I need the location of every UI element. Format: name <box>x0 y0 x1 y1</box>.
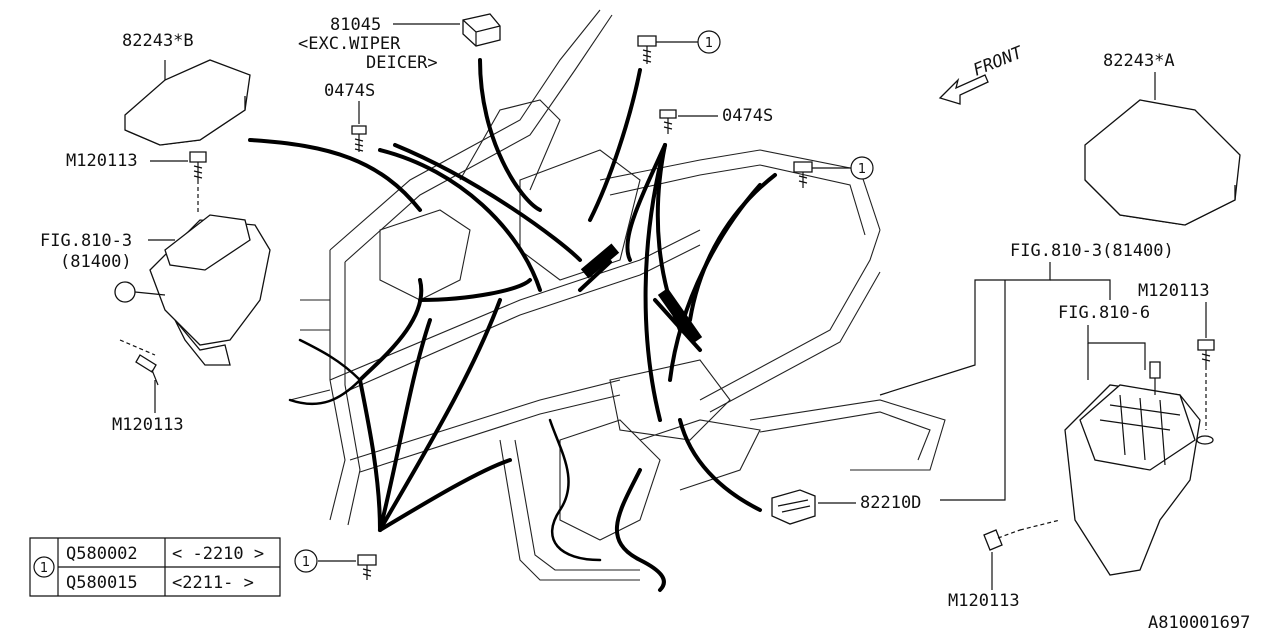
front-arrow-icon <box>938 74 989 105</box>
label-m120113-right: M120113 <box>1138 281 1210 301</box>
clip-82210d <box>771 489 816 525</box>
figure-id: A810001697 <box>1148 613 1250 633</box>
bolt-callout-right <box>793 161 851 188</box>
label-82243b: 82243*B <box>122 31 194 51</box>
label-0474s-left: 0474S <box>324 81 375 101</box>
label-front: FRONT <box>970 42 1027 80</box>
callout-mark-right <box>850 156 874 180</box>
legend-row2-part: Q580015 <box>66 573 138 593</box>
label-0474s-mid: 0474S <box>722 106 773 126</box>
callout-number-bottom: 1 <box>302 555 310 570</box>
label-exc-wiper: <EXC.WIPER <box>298 34 401 54</box>
bolt-callout-top <box>637 35 698 64</box>
fuse-box-right <box>1064 361 1214 576</box>
label-fig8106: FIG.810-6 <box>1058 303 1150 323</box>
legend-row1-part: Q580002 <box>66 544 138 564</box>
cover-82243b <box>124 59 251 146</box>
label-fig8103-left-1: FIG.810-3 <box>40 231 132 251</box>
label-fig8103-right: FIG.810-3(81400) <box>1010 241 1174 261</box>
bolt-m120113-bottom-left <box>135 354 159 386</box>
fuse-box-left <box>114 180 271 366</box>
label-m120113-bottom-right: M120113 <box>948 591 1020 611</box>
callout-number-right: 1 <box>858 162 866 177</box>
bolt-0474s-mid <box>659 109 677 134</box>
connector-81045 <box>462 13 501 47</box>
callout-mark-bottom <box>294 549 318 573</box>
legend-table <box>29 537 281 597</box>
bolt-0474s-left <box>351 125 367 152</box>
legend-mark: 1 <box>40 561 48 576</box>
label-81045: 81045 <box>330 15 381 35</box>
label-82210d: 82210D <box>860 493 921 513</box>
bolt-m120113-bottom-right <box>983 519 1061 551</box>
legend-row2-range: <2211- > <box>172 573 254 593</box>
wiring-harness <box>248 58 777 592</box>
bolt-m120113-right <box>1197 339 1215 430</box>
label-fig8103-left-2: (81400) <box>60 252 132 272</box>
bolt-callout-bottom <box>318 554 377 580</box>
cover-82243a <box>1084 72 1241 226</box>
engine-bay-frame <box>289 9 946 581</box>
label-m120113-bottom-left: M120113 <box>112 415 184 435</box>
label-deicer: DEICER> <box>366 53 438 73</box>
callout-number-top: 1 <box>705 36 713 51</box>
label-82243a: 82243*A <box>1103 51 1175 71</box>
bolt-m120113-top-left <box>189 151 207 180</box>
legend-row1-range: < -2210 > <box>172 544 264 564</box>
callout-mark-top <box>697 30 721 54</box>
label-m120113-top-left: M120113 <box>66 151 138 171</box>
